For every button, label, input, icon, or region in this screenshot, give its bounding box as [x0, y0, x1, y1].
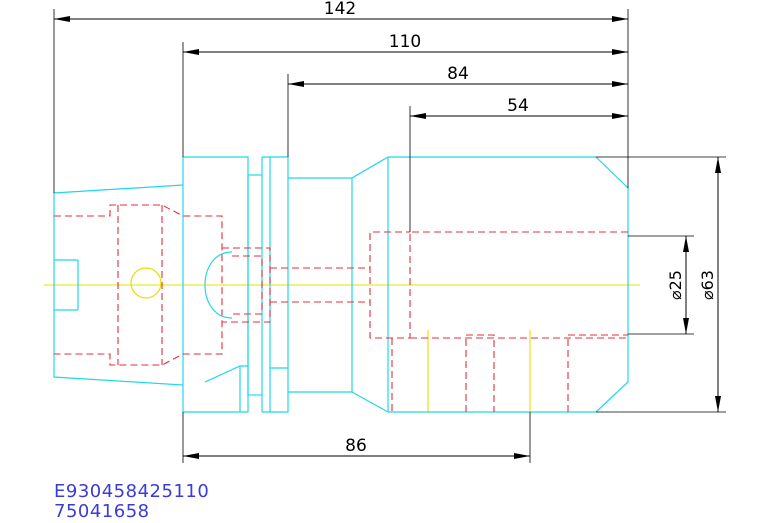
part-outline — [53, 156, 629, 413]
dim-d25-arrow-bottom — [683, 318, 689, 334]
taper-shank-outline — [53, 184, 184, 386]
neck-bottom-outline — [288, 391, 389, 413]
nose-chamfer-outline — [595, 156, 629, 413]
dim-84-label: 84 — [447, 64, 469, 84]
drawbar-pocket-hidden — [222, 247, 271, 323]
cross-hole — [130, 251, 233, 319]
collet-bore-hidden — [369, 231, 628, 339]
dim-d63-arrow-bottom — [715, 396, 721, 412]
dim-142-label: 142 — [324, 0, 356, 19]
dim-86-arrow-left — [183, 453, 199, 459]
dim-d25-label: ⌀25 — [666, 270, 685, 300]
centerlines — [44, 284, 640, 412]
v-groove-notch — [204, 365, 248, 383]
dim-84-arrow-right — [612, 81, 628, 87]
flange-ring — [270, 156, 289, 413]
dim-142-arrow-left — [54, 16, 70, 22]
dim-86-arrow-right — [514, 453, 530, 459]
drawbar-inner-hidden — [232, 255, 263, 315]
dim-54-arrow-right — [612, 113, 628, 119]
slot-hidden-2 — [567, 334, 628, 412]
dim-86-label: 86 — [345, 436, 367, 456]
cross-hole-circle — [130, 267, 162, 299]
dim-54-label: 54 — [507, 96, 529, 116]
dim-142-arrow-right — [612, 16, 628, 22]
hidden-features — [54, 204, 628, 412]
dim-54-arrow-left — [410, 113, 426, 119]
dim-110-arrow-left — [183, 49, 199, 55]
dim-d63-arrow-top — [715, 157, 721, 173]
dim-d25-arrow-top — [683, 236, 689, 252]
dimensions: 142 110 84 54 86 ⌀25 — [53, 0, 726, 463]
dim-d63-label: ⌀63 — [698, 270, 717, 300]
order-number-text: 75041658 — [54, 501, 150, 522]
clamping-socket-arc — [204, 251, 233, 319]
dim-110-label: 110 — [389, 32, 421, 52]
groove-band — [262, 156, 271, 413]
dim-110-arrow-right — [612, 49, 628, 55]
dim-84-arrow-left — [288, 81, 304, 87]
part-number-text: E930458425110 — [54, 481, 210, 502]
slot-hidden-1 — [465, 334, 495, 412]
neck-top-outline — [288, 156, 389, 179]
